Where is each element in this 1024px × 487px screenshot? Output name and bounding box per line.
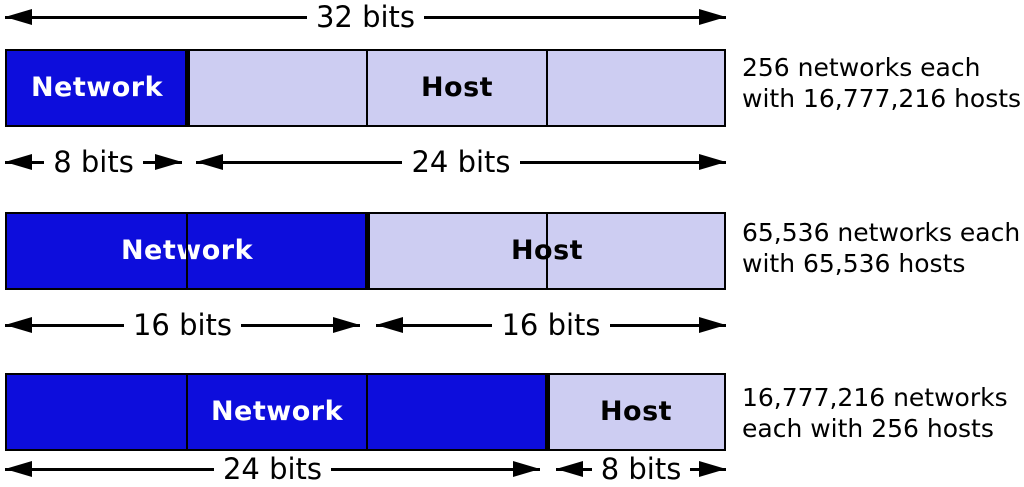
bits-measure-network: 16 bits bbox=[5, 308, 361, 342]
host-segment bbox=[187, 51, 724, 125]
right-arrow-icon bbox=[519, 160, 727, 164]
address-row-class-b: Network Host bbox=[5, 212, 726, 290]
right-arrow-icon bbox=[331, 467, 541, 471]
network-host-boundary bbox=[365, 214, 370, 288]
bits-measure-network: 8 bits bbox=[5, 145, 182, 179]
annotation-line: 16,777,216 networks bbox=[742, 383, 1008, 412]
right-arrow-icon bbox=[609, 323, 727, 327]
left-arrow-icon bbox=[556, 467, 592, 471]
address-row-class-c: Network Host bbox=[5, 373, 726, 451]
row-annotation: 256 networks each with 16,777,216 hosts bbox=[742, 52, 1021, 114]
right-arrow-icon bbox=[142, 160, 182, 164]
octet-divider bbox=[546, 51, 548, 125]
bits-measure-host: 16 bits bbox=[376, 308, 727, 342]
annotation-line: each with 256 hosts bbox=[742, 414, 994, 443]
measure-label: 16 bits bbox=[501, 308, 601, 342]
octet-divider bbox=[186, 214, 188, 288]
octet-divider bbox=[546, 214, 548, 288]
left-arrow-icon bbox=[5, 323, 124, 327]
measure-label: 8 bits bbox=[53, 145, 134, 179]
measure-label: 24 bits bbox=[222, 452, 323, 486]
network-host-boundary bbox=[185, 51, 190, 125]
left-arrow-icon bbox=[196, 160, 403, 164]
annotation-line: with 16,777,216 hosts bbox=[742, 84, 1022, 113]
network-label: Network bbox=[210, 395, 344, 427]
bits-measure-network: 24 bits bbox=[5, 452, 541, 486]
annotation-line: with 65,536 hosts bbox=[742, 249, 966, 278]
annotation-line: 65,536 networks each bbox=[742, 218, 1021, 247]
bits-measure-total: 32 bits bbox=[5, 0, 727, 34]
row-annotation: 65,536 networks each with 65,536 hosts bbox=[742, 217, 1020, 279]
right-arrow-icon bbox=[241, 323, 361, 327]
bits-measure-host: 24 bits bbox=[196, 145, 727, 179]
left-arrow-icon bbox=[5, 467, 214, 471]
network-label: Network bbox=[30, 71, 164, 103]
host-label: Host bbox=[420, 71, 494, 103]
octet-divider bbox=[366, 375, 368, 449]
host-segment bbox=[367, 214, 724, 288]
network-segment bbox=[7, 51, 187, 125]
octet-divider bbox=[186, 375, 188, 449]
annotation-line: 256 networks each bbox=[742, 53, 981, 82]
address-row-class-a: Network Host bbox=[5, 49, 726, 127]
left-arrow-icon bbox=[5, 160, 45, 164]
network-segment bbox=[7, 375, 547, 449]
host-label: Host bbox=[599, 395, 673, 427]
measure-label: 16 bits bbox=[132, 308, 233, 342]
bits-measure-host: 8 bits bbox=[556, 452, 726, 486]
row-annotation: 16,777,216 networks each with 256 hosts bbox=[742, 382, 1008, 444]
octet-divider bbox=[366, 51, 368, 125]
right-arrow-icon bbox=[424, 15, 727, 19]
measure-label-total: 32 bits bbox=[315, 0, 416, 34]
host-segment bbox=[547, 375, 724, 449]
measure-label: 8 bits bbox=[600, 452, 682, 486]
left-arrow-icon bbox=[376, 323, 493, 327]
left-arrow-icon bbox=[5, 15, 307, 19]
measure-label: 24 bits bbox=[411, 145, 511, 179]
right-arrow-icon bbox=[690, 467, 726, 471]
network-host-boundary bbox=[545, 375, 550, 449]
